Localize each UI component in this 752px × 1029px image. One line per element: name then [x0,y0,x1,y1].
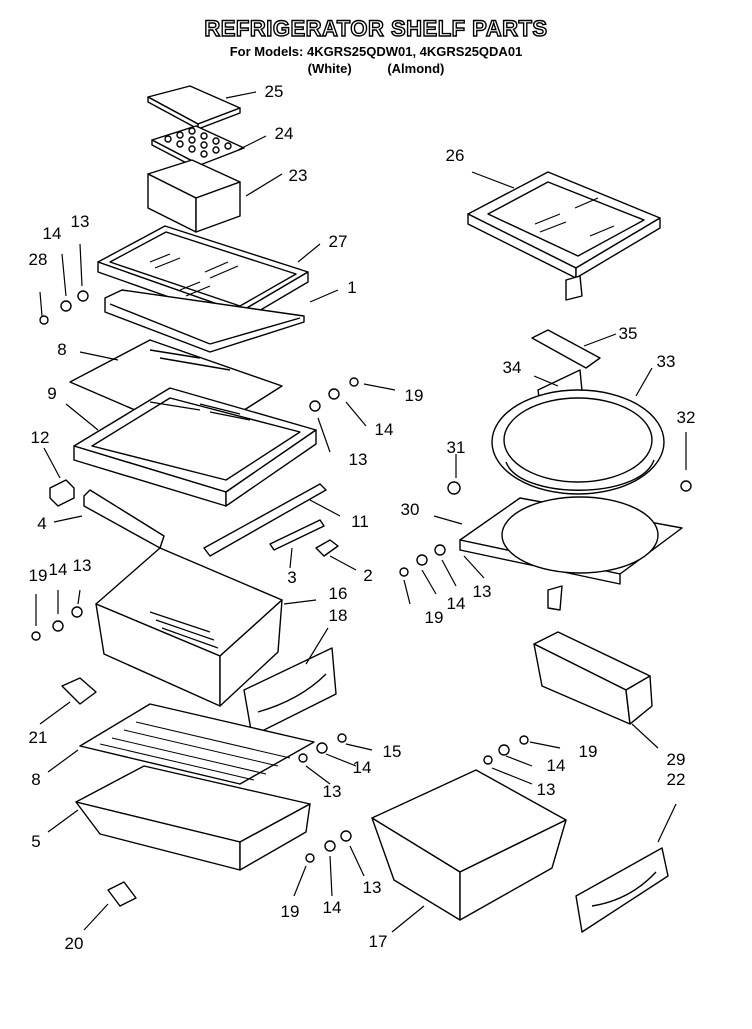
part-2-clip [315,539,339,557]
part-21-clip [61,677,97,705]
callout-32: 32 [676,408,696,427]
leader-lines [35,91,687,933]
part-12-clip [49,479,75,507]
callout-11: 11 [351,512,369,531]
callout-14-f: 14 [352,758,372,777]
callout-31: 31 [446,438,466,457]
variant-almond: (Almond) [387,61,445,76]
callout-1: 1 [347,278,357,297]
part-32-screw [680,480,692,492]
part-1-shelf-frame [104,289,305,353]
callout-21: 21 [28,728,48,747]
part-20-clip [107,881,137,907]
part-35-divider [531,329,601,369]
part-26-glass-shelf [467,171,661,301]
callout-13-a: 13 [70,212,90,231]
model-variants: (White) (Almond) [0,61,752,76]
part-22-drawer-front [575,847,669,933]
callout-9: 9 [47,384,57,403]
callout-13-d: 13 [472,582,492,601]
part-16-crisper-drawer [95,547,283,707]
callout-33: 33 [656,352,676,371]
part-30-bin-base [459,496,683,611]
callout-8-b: 8 [31,770,41,789]
callout-35: 35 [618,324,638,343]
callout-2: 2 [363,566,373,585]
callout-19-a: 19 [404,386,424,405]
callout-25: 25 [264,82,284,101]
callout-19-e: 19 [280,902,300,921]
part-33-bin [491,389,665,495]
fasteners [31,290,529,863]
callout-5: 5 [31,832,41,851]
callout-14-a: 14 [42,224,62,243]
part-3-bracket [269,519,325,551]
part-8-cover-lower [79,703,315,785]
callout-3: 3 [287,568,297,587]
callout-13-f: 13 [322,782,342,801]
callout-19-c: 19 [424,608,444,627]
part-4-slide-rail [83,489,165,549]
part-5-cover-frame [75,765,311,871]
part-18-drawer-front [243,647,337,737]
callout-14-g: 14 [322,898,342,917]
callout-24: 24 [274,124,294,143]
part-31-nut [447,481,461,495]
diagram-title: REFRIGERATOR SHELF PARTS [204,15,548,41]
callout-13-e: 13 [536,780,556,799]
part-23-egg-bin [147,159,241,233]
callout-30: 30 [400,500,420,519]
model-numbers: For Models: 4KGRS25QDW01, 4KGRS25QDA01 [229,44,523,59]
part-11-rail [203,483,327,557]
callout-18: 18 [328,606,348,625]
callout-14-b: 14 [374,420,394,439]
callout-27: 27 [328,232,348,251]
callout-14-e: 14 [546,756,566,775]
callout-12: 12 [30,428,50,447]
callout-13-g: 13 [362,878,382,897]
callout-23: 23 [288,166,308,185]
callout-20: 20 [64,934,84,953]
callout-22: 22 [666,770,686,789]
callout-8-a: 8 [57,340,67,359]
callout-16: 16 [328,584,348,603]
callout-13-b: 13 [348,450,368,469]
variant-white: (White) [307,61,352,76]
callout-4: 4 [37,514,47,533]
callout-14-c: 14 [48,560,68,579]
callout-19-b: 19 [28,566,48,585]
callout-14-d: 14 [446,594,466,613]
callout-29: 29 [666,750,686,769]
part-17-crisper-drawer [371,769,567,921]
callout-15: 15 [382,742,402,761]
callout-19-d: 19 [578,742,598,761]
part-9-cover-frame [73,387,317,507]
callout-17: 17 [368,932,388,951]
callout-28: 28 [28,250,48,269]
callout-34: 34 [502,358,522,377]
part-29-small-bin [533,631,653,725]
part-25-crisper-lid [147,85,241,130]
callout-26: 26 [445,146,465,165]
callout-13-c: 13 [72,556,92,575]
